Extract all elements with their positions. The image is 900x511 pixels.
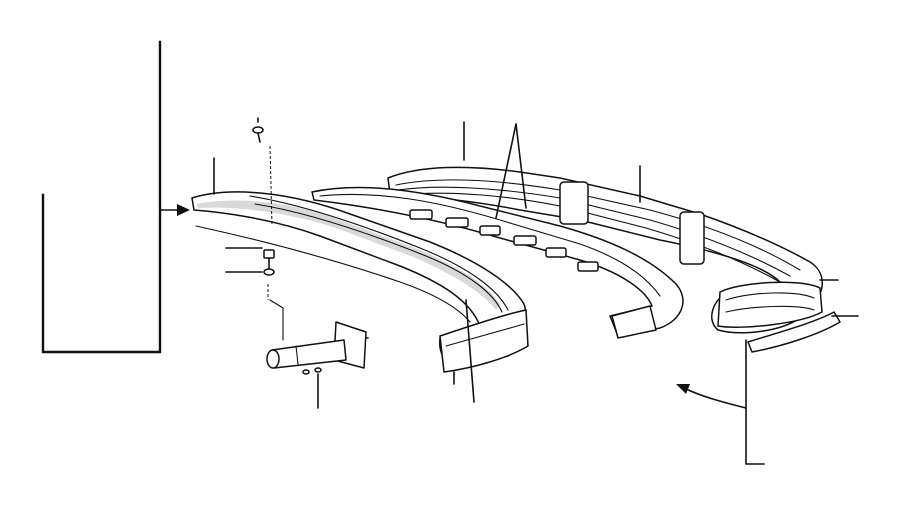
arrow-head-icon xyxy=(177,204,190,216)
rear-bumper-assembly xyxy=(387,166,841,353)
mounting-block xyxy=(679,211,705,265)
slot xyxy=(445,217,469,228)
mounting-block xyxy=(559,181,589,225)
rotation-indicator xyxy=(676,339,765,465)
curved-arrow-head-icon xyxy=(676,384,690,394)
reference-bracket xyxy=(41,40,190,354)
leader-lines xyxy=(213,117,859,409)
nut xyxy=(314,367,322,373)
bumper-bracket xyxy=(266,321,367,375)
slot xyxy=(513,235,537,246)
nut xyxy=(302,369,310,375)
bumper-bar xyxy=(191,191,529,373)
fastener-stack xyxy=(263,249,284,341)
washer xyxy=(263,268,275,276)
bolt xyxy=(252,126,273,227)
bumper-inner-reinforcement xyxy=(311,186,684,339)
slot xyxy=(545,247,567,258)
slot xyxy=(409,209,433,220)
slot xyxy=(577,261,599,272)
slot xyxy=(479,225,501,236)
bolt-head xyxy=(263,249,275,259)
